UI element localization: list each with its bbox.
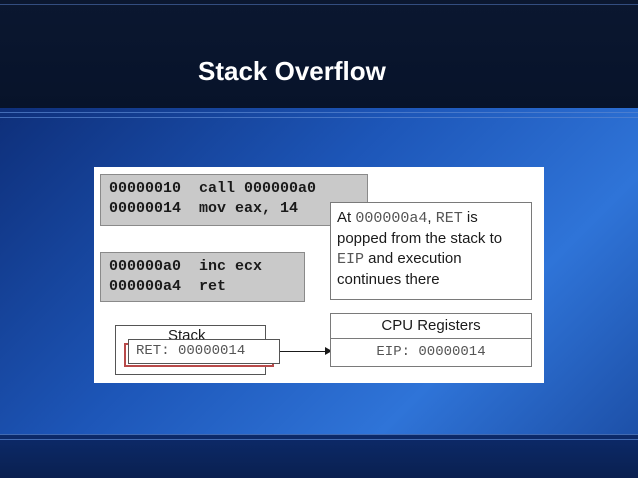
- code-line: 000000a0 inc ecx: [109, 258, 263, 275]
- code-line: 00000010 call 000000a0: [109, 180, 317, 197]
- title-divider: [0, 4, 638, 5]
- note-register: RET: [435, 210, 463, 227]
- code-block-callee: 000000a0 inc ecx 000000a4 ret: [100, 252, 305, 302]
- stack-label: Stack: [168, 327, 206, 340]
- cpu-registers-label: CPU Registers: [331, 314, 531, 339]
- note-text: At: [337, 209, 356, 226]
- explanation-note: At 000000a4, RET is popped from the stac…: [330, 202, 532, 300]
- arrow-head-icon: [325, 347, 332, 355]
- decorative-line: [0, 112, 638, 113]
- code-block-caller: 00000010 call 000000a0 00000014 mov eax,…: [100, 174, 368, 226]
- arrow-line: [280, 351, 326, 352]
- stack-ret-entry: RET: 00000014: [128, 339, 280, 364]
- cpu-registers-box: CPU Registers EIP: 00000014: [330, 313, 532, 367]
- note-text: ,: [427, 209, 436, 226]
- note-text: and execution continues there: [337, 250, 462, 288]
- decorative-line: [0, 439, 638, 440]
- bottom-band: [0, 434, 638, 478]
- title-band: Stack Overflow: [0, 0, 638, 109]
- code-line: 000000a4 ret: [109, 278, 227, 295]
- note-text: is popped from the stack to: [337, 209, 503, 247]
- eip-register-value: EIP: 00000014: [376, 344, 486, 360]
- decorative-line: [0, 117, 638, 118]
- decorative-line: [0, 434, 638, 435]
- code-line: 00000014 mov eax, 14: [109, 200, 299, 217]
- slide-title: Stack Overflow: [198, 56, 386, 86]
- note-eip: EIP: [337, 251, 365, 268]
- note-address: 000000a4: [355, 210, 428, 227]
